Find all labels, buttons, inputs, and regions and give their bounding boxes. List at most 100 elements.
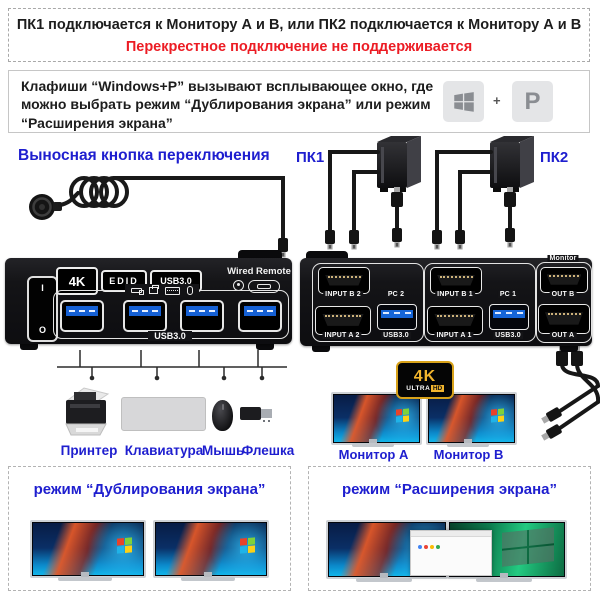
windows-wallpaper-logo: [117, 536, 132, 554]
mouse-icon: [187, 286, 193, 295]
group-pc1-outline: [424, 263, 536, 342]
power-on-mark: I: [41, 283, 44, 293]
uhd-4k-badge: 4K ULTRA HD: [396, 361, 454, 399]
monitor-b-label: Монитор В: [433, 447, 504, 462]
pc1-label: ПК1: [296, 149, 325, 166]
hdmi-input-a2-port[interactable]: [315, 306, 371, 335]
duplicate-monitor-1-screen: [33, 523, 143, 575]
hdmi-input-b2-port[interactable]: [318, 267, 370, 294]
power-off-mark: O: [38, 325, 46, 335]
hdmi-tongue: [434, 314, 476, 326]
monitor-stand: [204, 572, 212, 577]
monitor-b-base: [447, 443, 489, 447]
hdmi-input-a1-port[interactable]: [427, 306, 483, 335]
browser-window-spanning: [410, 530, 492, 576]
windows-wallpaper-logo: [502, 527, 555, 568]
usb-contacts: [495, 312, 523, 315]
hdmi-pins: [325, 315, 361, 318]
pc-cable-plugs: [325, 187, 516, 250]
usb3-port-4[interactable]: [238, 300, 282, 332]
hdmi-input-b1-port[interactable]: [430, 267, 482, 294]
hdmi-pins: [437, 315, 473, 318]
hotkey-box: Клафиши “Windows+P” вызывают всплывающее…: [8, 70, 590, 133]
monitor-b: [426, 392, 517, 445]
hdmi-out-b-port[interactable]: [540, 267, 588, 293]
group-monitor-outline: [536, 262, 592, 343]
power-switch[interactable]: I O: [27, 276, 58, 342]
printer-label: Принтер: [60, 443, 118, 458]
usb-stick-icon: [131, 288, 144, 295]
duplicate-monitor-1: [30, 520, 146, 578]
windows-wallpaper-logo: [395, 408, 409, 423]
front-device-top-port-bump: [238, 250, 282, 259]
duplicate-monitor-2-screen: [156, 523, 266, 575]
pc2-port-label: PC 2: [385, 291, 407, 298]
keyboard-illustration: [121, 397, 206, 431]
monitor-b-screen: [429, 395, 514, 442]
monitor-stand: [500, 573, 508, 578]
bracket-dots: [89, 375, 265, 381]
notice-line1: ПК1 подключается к Монитору А и В, или П…: [16, 17, 582, 33]
remote-button: [29, 194, 62, 220]
uhd-4k-text: 4K: [413, 367, 437, 385]
notice-line2-warning: Перекрестное подключение не поддерживает…: [125, 39, 473, 55]
usb-pc1-label: USB3.0: [493, 332, 523, 339]
pc-cables: [328, 150, 512, 232]
duplicate-mode-title: режим “Дублирования экрана”: [33, 481, 266, 498]
pc2-tower: [490, 136, 534, 192]
monitor-b-stand: [464, 439, 472, 443]
usb3-port-3[interactable]: [180, 300, 224, 332]
wired-remote-label: Wired Remote: [227, 266, 291, 277]
notice-box: ПК1 подключается к Монитору А и В, или П…: [8, 8, 590, 62]
usb-pc1-port[interactable]: [489, 304, 529, 330]
monitor-cables: [558, 362, 600, 430]
hdmi-pins: [327, 275, 361, 278]
extend-mode-box: режим “Расширения экрана”: [308, 466, 591, 591]
remote-button-label: Выносная кнопка переключения: [18, 147, 270, 164]
duplicate-mode-box: режим “Дублирования экрана”: [8, 466, 291, 591]
monitor-base: [58, 577, 112, 581]
mouse-label: Мышь: [202, 443, 245, 458]
device-foot: [256, 344, 274, 350]
input-b2-label: INPUT B 2: [323, 291, 363, 298]
out-b-label: OUT B: [549, 291, 577, 298]
mouse-illustration: [212, 400, 233, 431]
hdmi-out-a-port[interactable]: [538, 304, 590, 334]
hdmi-tongue: [322, 314, 364, 326]
kvm-rear-panel: INPUT B 2 PC 2 INPUT A 2 USB3.0 INPUT B …: [300, 255, 592, 346]
monitor-base: [476, 578, 532, 582]
keyboard-label: Клавиатура: [124, 443, 204, 458]
monitor-a-stand: [369, 439, 377, 443]
printer-icon: [149, 285, 159, 294]
rear-device-top-bump: [306, 251, 348, 259]
usb-contacts: [189, 310, 215, 312]
usb-group-label: USB3.0: [148, 331, 192, 341]
hotkey-description: Клафиши “Windows+P” вызывают всплывающее…: [21, 78, 434, 131]
monitor-a: [331, 392, 422, 445]
usb-contacts: [132, 310, 158, 312]
windows-wallpaper-logo: [240, 536, 255, 554]
pc1-port-label: PC 1: [497, 291, 519, 298]
usb-pc2-label: USB3.0: [381, 332, 411, 339]
usb-contacts: [69, 310, 95, 312]
hdmi-tongue: [546, 274, 582, 285]
printer-illustration: [65, 387, 110, 436]
flash-drive-body: [240, 407, 261, 420]
monitor-cable-plugs: [540, 346, 583, 443]
monitor-base: [181, 577, 235, 581]
hdmi-pins: [547, 313, 581, 316]
uhd-ultra-text: ULTRA: [406, 384, 431, 392]
usb-pc2-port[interactable]: [377, 304, 417, 330]
duplicate-monitor-2: [153, 520, 269, 578]
windows-logo-icon: [453, 91, 474, 112]
keyboard-icon: [165, 286, 180, 295]
monitor-stand: [380, 573, 388, 578]
usb3-port-2[interactable]: [123, 300, 167, 332]
usb3-port-1[interactable]: [60, 300, 104, 332]
hdmi-pins: [439, 275, 473, 278]
flash-label: Флешка: [241, 443, 295, 458]
input-a2-label: INPUT A 2: [322, 332, 362, 339]
wired-remote-port[interactable]: [248, 280, 280, 293]
hdmi-pins: [548, 275, 580, 278]
monitor-stand: [81, 572, 89, 577]
